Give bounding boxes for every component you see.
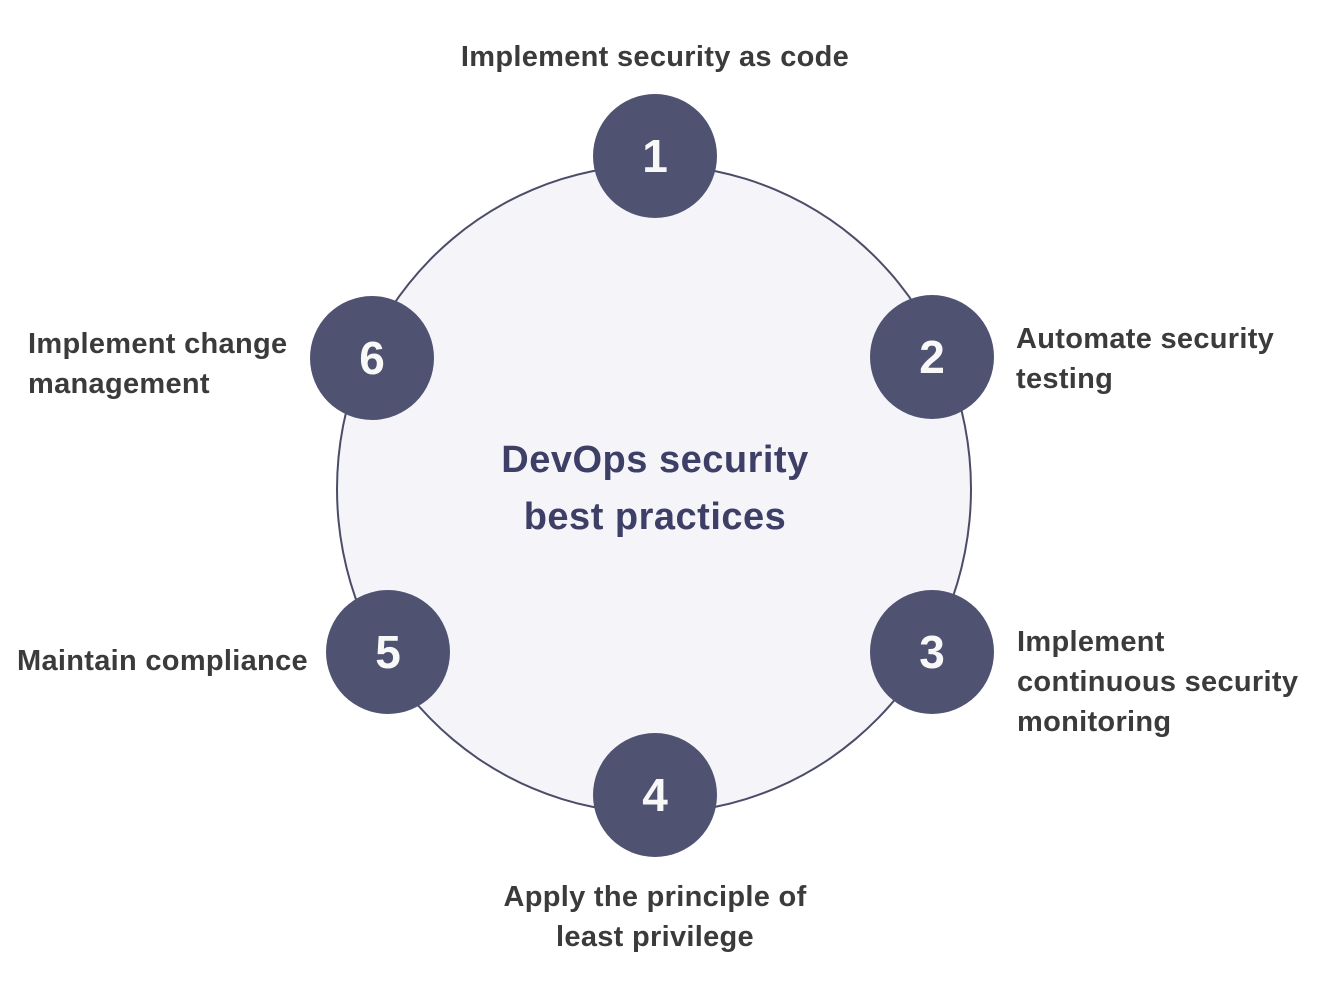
diagram-title-line-1: DevOps security xyxy=(501,439,809,481)
step-label-3-line-1: Implement xyxy=(1017,626,1165,658)
step-label-1: Implement security as code xyxy=(461,37,849,77)
step-circle-4: 4 xyxy=(593,733,717,857)
step-label-4-line-2: least privilege xyxy=(556,921,754,953)
step-label-6-line-2: management xyxy=(28,368,210,400)
step-number-2: 2 xyxy=(919,331,945,383)
step-number-5: 5 xyxy=(375,626,401,678)
step-circle-1: 1 xyxy=(593,94,717,218)
step-label-6-line-1: Implement change xyxy=(28,328,288,360)
step-circle-6: 6 xyxy=(310,296,434,420)
diagram-title-line-2: best practices xyxy=(523,496,787,538)
step-label-2-line-1: Automate security xyxy=(1016,323,1275,355)
step-number-6: 6 xyxy=(359,332,385,384)
step-circle-3: 3 xyxy=(870,590,994,714)
step-label-1-line-1: Implement security as code xyxy=(460,41,850,73)
step-label-5: Maintain compliance xyxy=(17,641,308,681)
step-label-2-line-2: testing xyxy=(1016,363,1114,395)
step-label-3-line-3: monitoring xyxy=(1017,706,1172,738)
step-label-4: Apply the principle of least privilege xyxy=(503,877,806,957)
step-label-6: Implement change management xyxy=(28,324,287,404)
step-number-1: 1 xyxy=(642,130,668,182)
step-label-2: Automate security testing xyxy=(1016,319,1274,399)
step-circle-5: 5 xyxy=(326,590,450,714)
step-label-3-line-2: continuous security xyxy=(1017,666,1299,698)
diagram-title: DevOps security best practices xyxy=(501,432,808,546)
step-label-4-line-1: Apply the principle of xyxy=(503,881,807,913)
step-label-3: Implement continuous security monitoring xyxy=(1017,622,1298,742)
step-circle-2: 2 xyxy=(870,295,994,419)
step-label-5-line-1: Maintain compliance xyxy=(17,645,308,677)
cycle-ring xyxy=(336,164,972,814)
step-number-3: 3 xyxy=(919,626,945,678)
step-number-4: 4 xyxy=(642,769,668,821)
